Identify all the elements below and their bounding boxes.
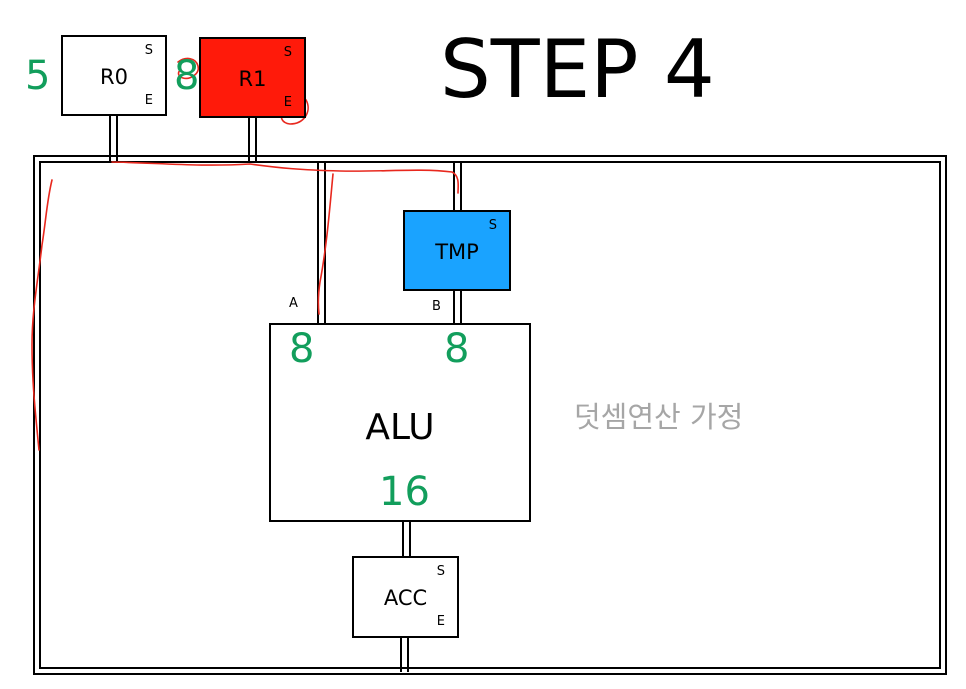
tmp-select-pin: S [488,218,497,233]
tmp-register: TMP S [403,210,511,291]
r1-enable-pin: E [283,95,292,110]
tmp-bus-link [453,162,462,210]
alu-label: ALU [365,407,435,448]
r1-bus-link [248,118,257,162]
r1-value: 8 [174,53,200,99]
alu-port-a-label: A [289,296,298,311]
tmp-label: TMP [435,240,479,264]
alu-input-b-value: 8 [444,326,470,372]
alu-result-value: 16 [379,469,430,515]
r1-select-pin: S [283,45,292,60]
operation-note: 덧셈연산 가정 [574,400,744,434]
acc-bus-link [400,637,409,672]
alu-unit: ALU [269,323,531,522]
alu-input-a-value: 8 [289,326,315,372]
acc-label: ACC [383,586,428,610]
bus-frame-inner [39,161,941,669]
alu-port-b-label: B [432,299,441,314]
r0-enable-pin: E [144,93,153,108]
page-title: STEP 4 [440,23,715,116]
data-path-annotation [31,57,460,451]
r0-select-pin: S [144,43,153,58]
acc-register: ACC S E [352,556,459,638]
r1-register: R1 S E [199,37,306,118]
bus-frame-outer [33,155,947,675]
alu-b-link [453,290,462,324]
r0-label: R0 [100,65,128,89]
r0-bus-link [109,116,118,162]
r0-value: 5 [25,53,51,99]
alu-acc-link [402,521,411,556]
r0-register: R0 S E [61,35,167,116]
acc-enable-pin: E [436,614,445,629]
acc-select-pin: S [436,564,445,579]
r1-label: R1 [238,67,267,91]
